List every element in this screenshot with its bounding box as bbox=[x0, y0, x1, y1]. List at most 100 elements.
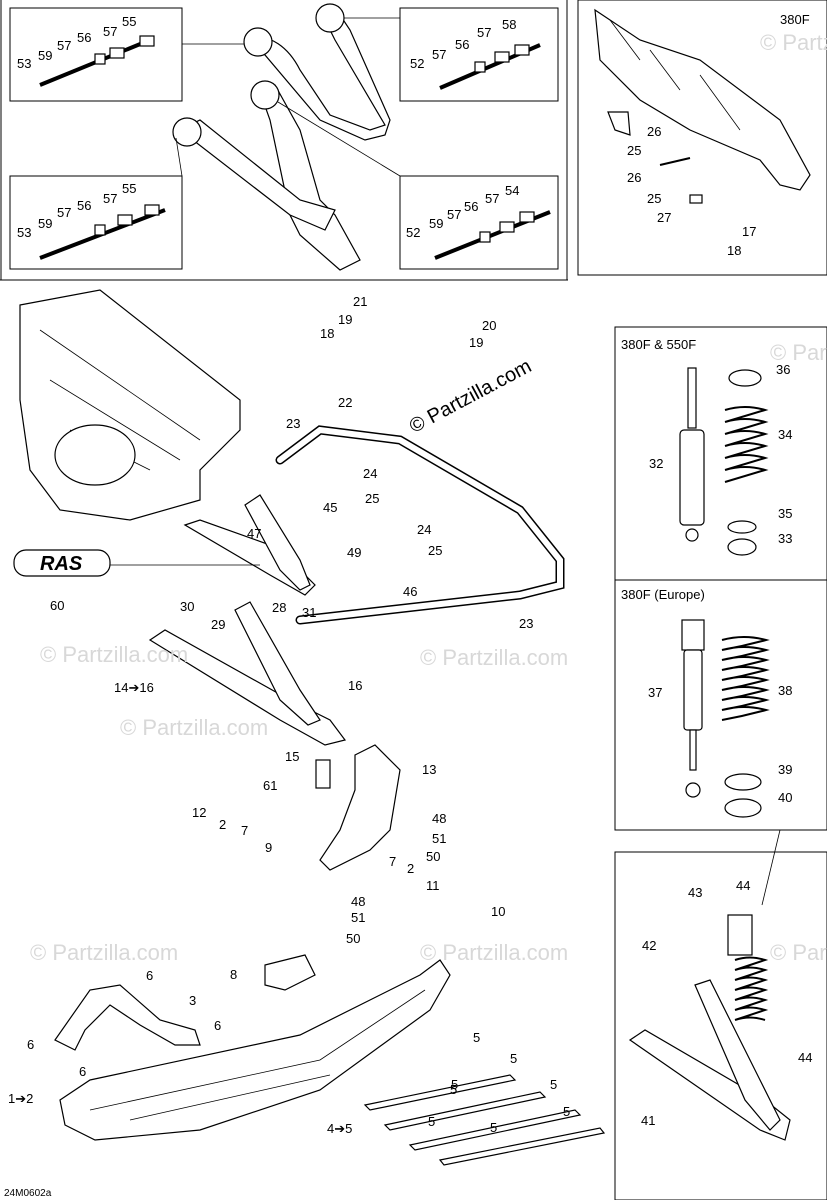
callout-tl-2: 56 bbox=[77, 30, 91, 45]
leader-mr bbox=[277, 101, 401, 177]
box-shock-assembly bbox=[614, 851, 827, 1200]
callout-main-55: 4➔5 bbox=[327, 1121, 352, 1136]
callout-tl-4: 59 bbox=[38, 48, 52, 63]
callout-main-11: 45 bbox=[323, 500, 337, 515]
callout-spring2-3: 40 bbox=[778, 790, 792, 805]
callout-main-50: 5 bbox=[451, 1077, 458, 1092]
spring-380f-550f-illustration bbox=[724, 369, 769, 556]
watermark-faint-6: © Partzilla.com bbox=[420, 940, 568, 965]
callout-tl-0: 55 bbox=[122, 14, 136, 29]
upper-control-arm-illustration bbox=[183, 494, 316, 596]
callout-main-28: 7 bbox=[241, 823, 248, 838]
callout-main-45: 6 bbox=[79, 1064, 86, 1079]
callout-main-53: 5 bbox=[490, 1120, 497, 1135]
spring-380f-europe-illustration bbox=[721, 636, 770, 818]
watermark-faint-8: © Partzilla.com bbox=[770, 340, 827, 365]
callout-main-6: 23 bbox=[286, 416, 300, 431]
callout-main-27: 2 bbox=[219, 817, 226, 832]
callout-main-8: 25 bbox=[365, 491, 379, 506]
callout-main-46: 1➔2 bbox=[8, 1091, 33, 1106]
callout-tl-1: 57 bbox=[103, 24, 117, 39]
callout-mr-5: 52 bbox=[406, 225, 420, 240]
callout-ml-0: 55 bbox=[122, 181, 136, 196]
upper-a-arm-illustration bbox=[172, 3, 391, 271]
callout-main-39: 10 bbox=[491, 904, 505, 919]
callout-spring1-2: 32 bbox=[649, 456, 663, 471]
frame-380f-illustration bbox=[594, 8, 811, 204]
lower-control-arm-illustration bbox=[148, 601, 347, 746]
callout-main-49: 5 bbox=[450, 1082, 457, 1097]
callout-spring2-2: 39 bbox=[778, 762, 792, 777]
callout-main-54: 5 bbox=[563, 1104, 570, 1119]
callout-ml-5: 53 bbox=[17, 225, 31, 240]
watermark-faint-2: © Partzilla.com bbox=[40, 642, 188, 667]
leader-ml bbox=[175, 137, 183, 177]
chassis-illustration bbox=[19, 289, 241, 521]
callout-main-48: 5 bbox=[510, 1051, 517, 1066]
shock-380f-550f-illustration bbox=[679, 367, 705, 542]
callout-mr-0: 54 bbox=[505, 183, 519, 198]
shock-assembly-illustration bbox=[628, 829, 791, 1141]
detail-box-mid-left bbox=[9, 175, 183, 270]
callout-ml-4: 59 bbox=[38, 216, 52, 231]
callout-main-3: 20 bbox=[482, 318, 496, 333]
callout-main-17: 30 bbox=[180, 599, 194, 614]
callout-tl-5: 53 bbox=[17, 56, 31, 71]
callout-tr-4: 52 bbox=[410, 56, 424, 71]
callout-main-9: 24 bbox=[417, 522, 431, 537]
callout-main-33: 7 bbox=[389, 854, 396, 869]
callout-ml-2: 56 bbox=[77, 198, 91, 213]
callout-main-26: 12 bbox=[192, 805, 206, 820]
ski-handle-illustration bbox=[54, 984, 201, 1051]
watermark-faint-3: © Partzilla.com bbox=[420, 645, 568, 670]
callout-main-21: 14➔16 bbox=[114, 680, 154, 695]
watermark-faint-5: © Partzilla.com bbox=[30, 940, 178, 965]
box-380f-europe-title: 380F (Europe) bbox=[621, 587, 705, 602]
callout-main-52: 5 bbox=[428, 1114, 435, 1129]
svg-text:© Partzilla.com: © Partzilla.com bbox=[406, 355, 535, 438]
callout-main-32: 50 bbox=[426, 849, 440, 864]
callout-shock-2: 42 bbox=[642, 938, 656, 953]
callout-r380-4: 27 bbox=[657, 210, 671, 225]
callout-main-5: 22 bbox=[338, 395, 352, 410]
callout-main-13: 49 bbox=[347, 545, 361, 560]
callout-main-18: 29 bbox=[211, 617, 225, 632]
callout-main-43: 6 bbox=[214, 1018, 221, 1033]
callout-main-35: 11 bbox=[426, 878, 440, 893]
detail-box-top-right bbox=[399, 7, 559, 102]
callout-main-42: 3 bbox=[189, 993, 196, 1008]
callout-main-41: 6 bbox=[146, 968, 153, 983]
hardware-row-mr bbox=[434, 210, 551, 260]
callout-main-30: 48 bbox=[432, 811, 446, 826]
spindle-illustration bbox=[315, 744, 401, 871]
callout-spring2-0: 37 bbox=[648, 685, 662, 700]
callout-tl-3: 57 bbox=[57, 38, 71, 53]
callout-main-10: 25 bbox=[428, 543, 442, 558]
callout-spring1-3: 35 bbox=[778, 506, 792, 521]
ski-illustration bbox=[59, 959, 451, 1141]
callout-main-38: 50 bbox=[346, 931, 360, 946]
sway-bar-illustration bbox=[275, 425, 565, 625]
callout-shock-0: 43 bbox=[688, 885, 702, 900]
callout-main-12: 47 bbox=[247, 526, 261, 541]
callout-ml-3: 57 bbox=[57, 205, 71, 220]
callout-tr-0: 58 bbox=[502, 17, 516, 32]
callout-main-7: 24 bbox=[363, 466, 377, 481]
callout-main-15: 60 bbox=[50, 598, 64, 613]
callout-tr-2: 56 bbox=[455, 37, 469, 52]
callout-main-40: 8 bbox=[230, 967, 237, 982]
callout-tr-1: 57 bbox=[477, 25, 491, 40]
callout-main-24: 61 bbox=[263, 778, 277, 793]
callout-r380-5: 17 bbox=[742, 224, 756, 239]
hardware-row-tr bbox=[439, 43, 541, 90]
callout-r380-1: 25 bbox=[627, 143, 641, 158]
callout-main-2: 18 bbox=[320, 326, 334, 341]
callout-r380-3: 25 bbox=[647, 191, 661, 206]
ras-logo-text: RAS bbox=[40, 553, 83, 575]
callout-main-0: 21 bbox=[353, 294, 367, 309]
callout-r380-0: 26 bbox=[647, 124, 661, 139]
callout-main-29: 9 bbox=[265, 840, 272, 855]
callout-main-1: 19 bbox=[338, 312, 352, 327]
ski-pad-illustration bbox=[264, 954, 316, 991]
